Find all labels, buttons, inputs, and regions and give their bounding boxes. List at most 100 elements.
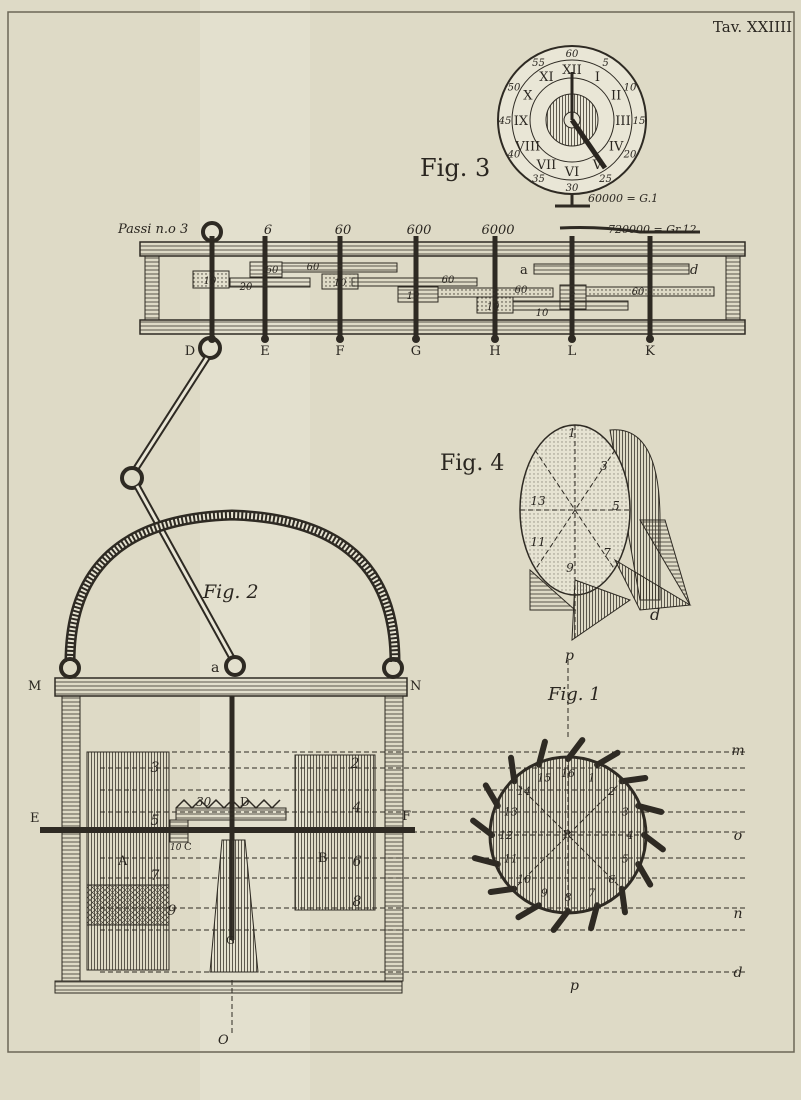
wheel-tooth-count: 60: [266, 265, 279, 276]
axle-foot: [261, 335, 269, 343]
wheel-paddle-number: 14: [517, 785, 531, 798]
dial-hour-numeral: IX: [514, 114, 529, 129]
fig2-D: D: [240, 795, 250, 809]
passi-label: Passi n.o 3: [117, 222, 188, 237]
bucket-number: 5: [151, 813, 160, 829]
axle-letter: G: [411, 344, 421, 359]
axle-letter: H: [489, 344, 500, 359]
fig1-title: Fig. 1: [547, 684, 601, 705]
dial-minute-number: 30: [566, 183, 579, 194]
wheel-tooth-count: 10: [536, 308, 549, 319]
axle-letter: D: [185, 344, 195, 359]
fig1-R: R: [563, 828, 572, 841]
wheel-tooth-count: 60: [515, 285, 528, 296]
bucket-number: 2: [350, 756, 360, 772]
axle-foot: [568, 335, 576, 343]
dial-minute-number: 20: [623, 150, 637, 161]
plate-border: [7, 11, 795, 1053]
wheel-tooth-count: 20: [239, 282, 253, 293]
wheel-tooth-count: 10: [204, 276, 217, 287]
bucket-number: 7: [151, 868, 160, 884]
bucket-number: 6: [353, 854, 362, 870]
dial-minute-number: 45: [498, 116, 512, 127]
plate-label: Tav. XXIIII: [713, 18, 792, 36]
wheel-tooth-count: 60: [307, 262, 320, 273]
dial-hour-numeral: V: [592, 158, 603, 173]
projection-letter: n: [733, 906, 742, 922]
wheel-paddle-number: 2: [607, 785, 615, 798]
dial-minute-number: 5: [602, 58, 608, 69]
wheel-tooth-count: 10: [487, 302, 500, 313]
wheel-paddle-number: 1: [588, 772, 595, 785]
fig1-p: p: [570, 978, 579, 994]
bucket-number: 8: [353, 894, 362, 910]
paddle-number: 5: [612, 499, 620, 513]
fig2-10: 10: [170, 843, 182, 853]
fig4-d: d: [650, 605, 660, 624]
wheel-paddle-number: 5: [622, 853, 629, 866]
dial-hour-numeral: X: [523, 89, 533, 104]
dial-minute-number: 60: [566, 49, 579, 60]
wheel-paddle-number: 16: [561, 767, 575, 780]
dial-minute-number: 25: [598, 174, 612, 185]
wheel-paddle-number: 8: [565, 891, 572, 904]
axle-foot: [336, 335, 344, 343]
paddle-number: 13: [530, 494, 546, 508]
wheel-tooth-count: 10: [407, 291, 420, 302]
wheel-tooth-count: 6: [569, 292, 576, 303]
wheel-paddle-number: 9: [541, 886, 548, 899]
dial-hour-numeral: III: [615, 114, 630, 129]
dial-hour-numeral: IV: [609, 140, 624, 155]
projection-letter: d: [734, 965, 743, 981]
projection-letter: m: [731, 743, 744, 759]
axle-top-number: 6000: [481, 223, 514, 238]
wheel-paddle-number: 15: [537, 772, 551, 785]
axle-letter: E: [260, 344, 270, 359]
wheel-paddle-number: 11: [504, 853, 518, 866]
dial-minute-number: 55: [532, 58, 545, 69]
dial-note-2: 720000 = Gr.12: [608, 223, 697, 236]
paddle-number: 1: [568, 426, 576, 440]
fig2-M: M: [28, 679, 41, 694]
wheel-paddle-number: 12: [499, 829, 513, 842]
fig2-G: G: [226, 934, 235, 947]
paddle-number: 7: [603, 546, 611, 560]
axle-letter: L: [568, 344, 577, 359]
dial-hour-numeral: I: [595, 70, 600, 85]
paddle-number: 3: [600, 459, 608, 473]
wheel-tooth-count: 60: [442, 275, 455, 286]
bucket-number: 4: [352, 800, 362, 816]
axle-foot: [412, 335, 420, 343]
dial-minute-number: 40: [507, 150, 521, 161]
fig2-a: a: [211, 660, 219, 676]
wheel-tooth-count: 60: [632, 287, 645, 298]
linkage-rods: [120, 336, 236, 660]
wheel-paddle-number: 3: [622, 805, 629, 818]
wheel-paddle-number: 7: [588, 886, 595, 899]
bucket-number: 3: [151, 760, 160, 776]
wheel-paddle-number: 10: [517, 873, 531, 886]
paddle-number: 9: [566, 561, 574, 575]
dial-hour-numeral: VI: [564, 165, 580, 180]
fig2-O: O: [218, 1033, 229, 1048]
bucket-number: 9: [168, 903, 177, 919]
dial-minute-number: 35: [532, 174, 545, 185]
paddle-number: 11: [530, 535, 545, 549]
fig2-C: C: [184, 842, 192, 853]
dial-note-1: 60000 = G.1: [588, 192, 658, 205]
axle-top-number: 60: [335, 223, 352, 238]
wheel-paddle-number: 13: [504, 805, 518, 818]
dial-hour-numeral: XII: [562, 63, 582, 78]
fig2-30: 30: [196, 795, 212, 809]
dial-minute-number: 50: [508, 83, 521, 94]
fig2-N: N: [410, 679, 421, 694]
fig2-A: A: [117, 854, 128, 869]
fig4-title: Fig. 4: [440, 451, 504, 476]
wheel-paddle-number: 4: [626, 829, 634, 842]
dial-minute-number: 10: [624, 83, 637, 94]
axle-letter: K: [645, 344, 655, 359]
